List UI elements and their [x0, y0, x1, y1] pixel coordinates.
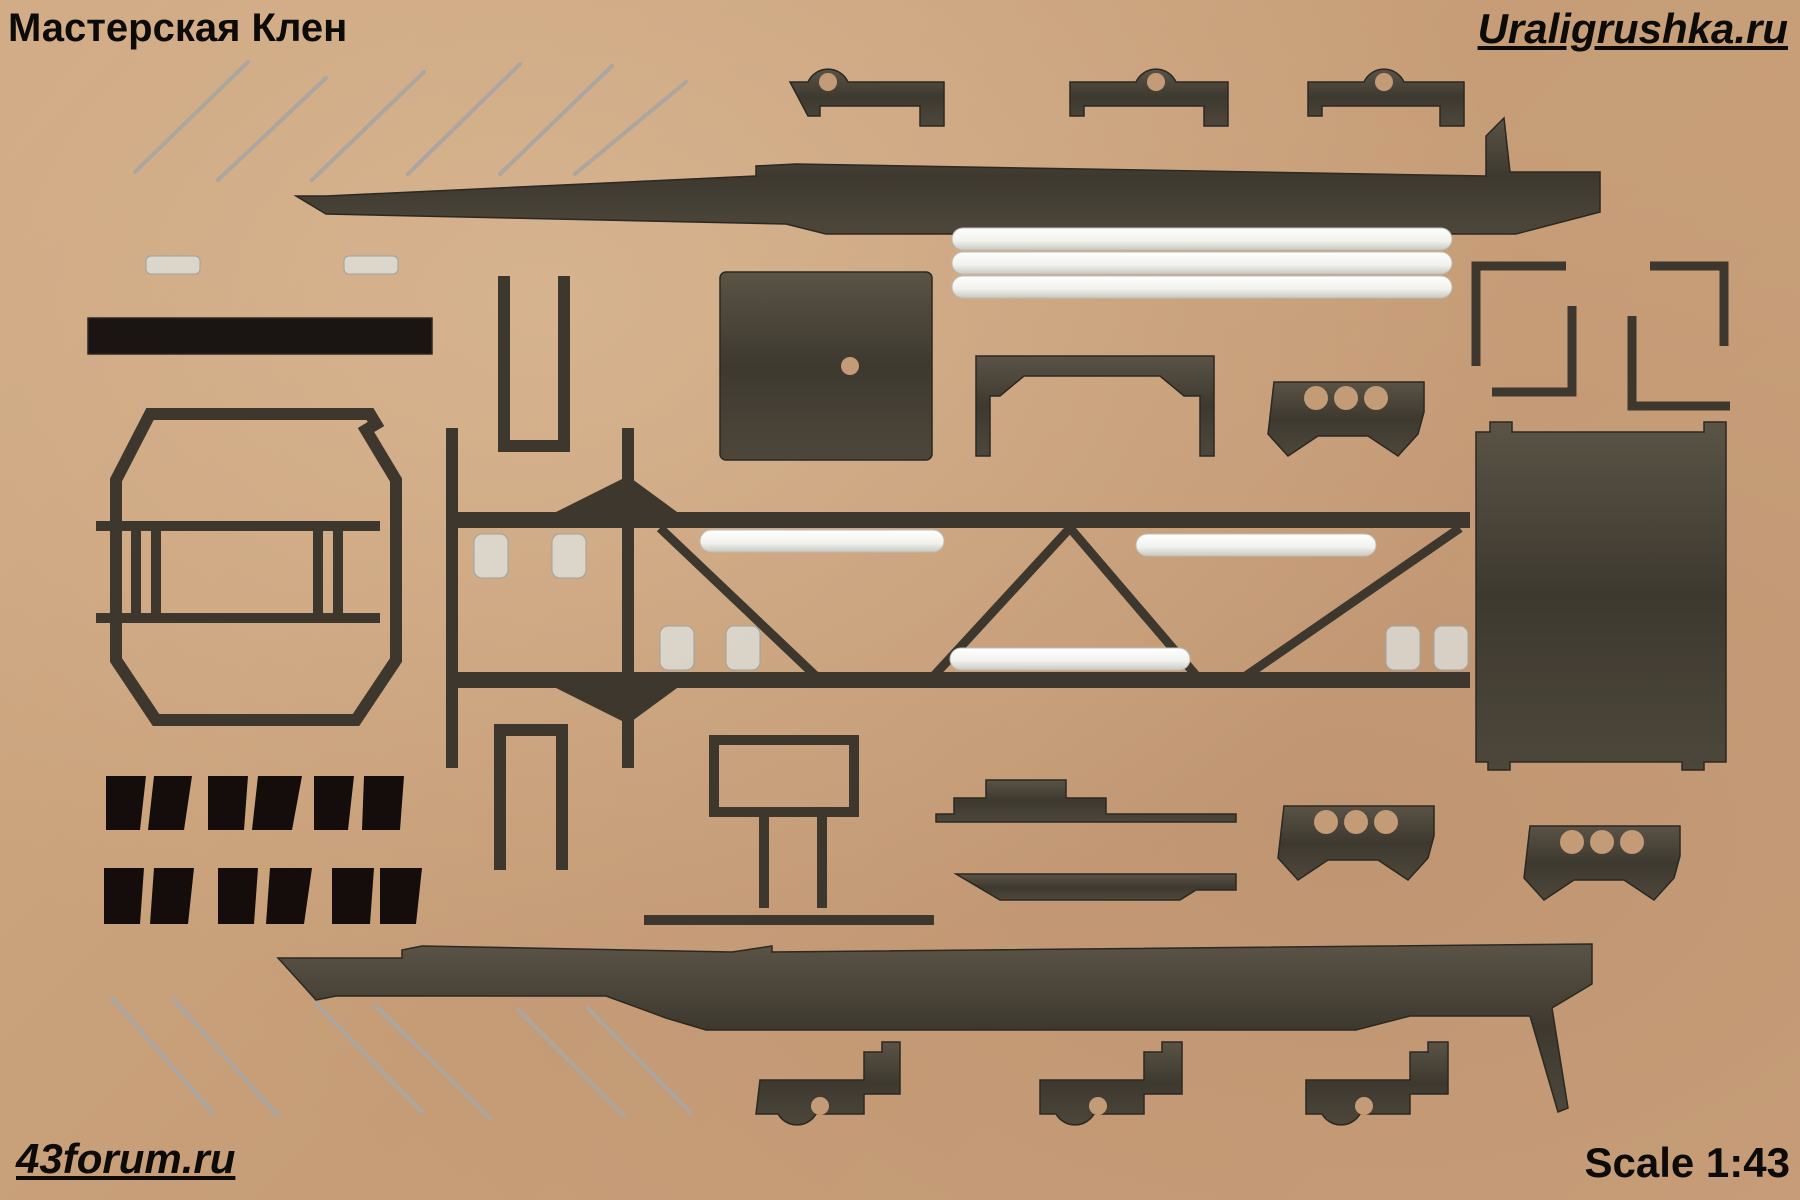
rubber-pads: [104, 776, 422, 924]
scale-caption: Scale 1:43: [1584, 1139, 1791, 1186]
workshop-caption: Мастерская Клен: [8, 6, 348, 50]
pins-bottom: [110, 996, 692, 1120]
metal-parts: [87, 68, 1730, 1126]
clear-parts: [145, 255, 1469, 671]
pins-top: [133, 60, 688, 182]
forum-caption: 43forum.ru: [16, 1135, 236, 1182]
website-caption: Uraligrushka.ru: [1477, 5, 1788, 52]
plastic-rods: [699, 227, 1453, 671]
holes: [811, 73, 1644, 1115]
